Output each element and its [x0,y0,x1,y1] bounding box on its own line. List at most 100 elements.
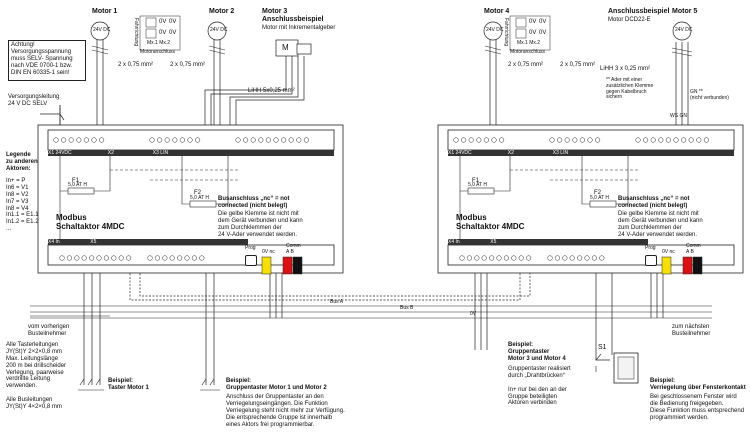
module-2-ov-nc: 0V nc [662,249,675,255]
terminal-screw [526,255,532,261]
terminal-screw [577,255,583,261]
terminal-screw [179,137,185,143]
module-1-bus: A B [286,249,294,255]
warning-box: Achtung! Versorgungsspannung muss SELV- … [8,40,86,81]
gn-note: GN ** (nicht verbunden) [690,89,729,101]
terminal-screw [554,255,560,261]
module-1-comm: Comm [286,243,301,249]
example-1-title: Beispiel: Taster Motor 1 [108,378,149,391]
module-2-top-header: X1 24VDC X2 X3 LIN [448,150,734,156]
terminal-screw [303,137,309,143]
module-1-top-header: X1 24VDC X2 X3 LIN [48,150,334,156]
truth-table-caption: Motoranschluss [140,49,176,55]
terminal-screw [658,137,664,143]
terminal-screw [195,137,201,143]
terminal-screw [68,137,74,143]
module-1-fuse1: F1 [72,178,80,184]
motor-4-label: Motor 4 [484,8,510,15]
terminal-screw [489,255,495,261]
terminal-screw [74,255,80,261]
module-2-fuse2-val: 5,0 AT H [590,195,609,201]
cable-5: 2 x 0,75 mm² [560,62,596,68]
terminal-screw [281,137,287,143]
motor-5-title: Anschlussbeispiel [608,8,670,15]
terminal-screw [164,137,170,143]
legend-lines: In+ = P In6 = V1 In8 = V2 In7 = V3 In8 =… [6,178,39,233]
terminal-screw [703,137,709,143]
module-2-fuse1-val: 5,0 AT H [468,182,487,188]
motor-3-icon: M [282,43,289,52]
terminal-screw [518,255,524,261]
module-2-nc-title: Busanschluss „nc“ = not connected (nicht… [618,196,690,209]
terminal-screw [273,137,279,143]
terminal-screw [59,255,65,261]
terminal-screw [673,137,679,143]
cable-2: 2 x 0,75 mm² [170,62,206,68]
truth-table-row-1: 0V [159,19,167,25]
terminal-screw [99,137,105,143]
supply-label: Versorgungsleitung 24 V DC SELV [8,94,60,107]
terminal-screw [61,137,67,143]
terminal-screw [162,255,168,261]
truth-table-row-1b: 0V [169,19,177,25]
cable-3: LiHH 5x0,25 mm² [248,88,295,94]
terminal-screw [511,255,517,261]
terminal-screw [53,137,59,143]
terminal-screw [83,137,89,143]
terminal-screw [96,255,102,261]
module-2-prog-button [645,255,657,266]
example-3-title: Beispiel: Gruppentaster Motor 3 und Moto… [508,342,566,362]
terminal-screw [650,137,656,143]
terminal-screw [681,137,687,143]
terminal-screw [118,255,124,261]
terminal-screw [483,137,489,143]
terminal-screw [562,255,568,261]
terminal-screw [468,137,474,143]
motor-5-voltage: 24V DC [675,27,693,33]
terminal-screw [599,255,605,261]
truth-table-row-2b: 0V [169,30,177,36]
module-1-fuse2: F2 [194,190,202,196]
terminal-screw [191,255,197,261]
terminal-screw [496,255,502,261]
truth-table-header-2: Fahrrichtung [503,18,509,47]
module-2-nc-text: Die gelbe Klemme ist nicht mit dem Gerät… [618,211,703,238]
terminal-screw [296,137,302,143]
terminal-screw [476,137,482,143]
terminal-screw [499,137,505,143]
terminal-screw [76,137,82,143]
ws-label: WS GN [670,113,687,119]
truth-table-header: Fahrrichtung [133,18,139,47]
terminal-screw [547,255,553,261]
module-1-prog: Prog [245,245,256,251]
terminal-screw [169,255,175,261]
truth-table-2-row-2b: 0V [539,30,547,36]
terminal-screw [126,255,132,261]
terminal-screw [481,255,487,261]
terminal-screw [572,137,578,143]
terminal-screw [258,137,264,143]
terminal-screw [288,137,294,143]
terminal-screw [111,255,117,261]
switch-s1-label: S1 [598,344,607,351]
motor5-note: ** Ader mit einer zusätzlichen Klemme ge… [606,77,654,101]
motor-5-label: Motor 5 [672,8,698,15]
terminal-screw [569,255,575,261]
bus-to-next: zum nächsten Busteilnehmer [672,324,711,337]
terminal-screw [503,255,509,261]
terminal-screw [579,137,585,143]
example-2-title: Beispiel: Gruppentaster Motor 1 und Moto… [226,378,327,391]
module-2-prog: Prog [645,245,656,251]
module-2-fuse1: F1 [472,178,480,184]
terminal-screw [89,255,95,261]
truth-table-row-2: 0V [159,30,167,36]
motor-5-subtitle: Motor DCD22-E [608,17,651,23]
module-1-nc-text: Die gelbe Klemme ist nicht mit dem Gerät… [218,211,303,238]
terminal-screw [154,255,160,261]
terminal-screw [665,137,671,143]
terminal-screw [265,137,271,143]
cable-4: 2 x 0,75 mm² [508,62,544,68]
terminal-screw [587,137,593,143]
terminal-screw [635,137,641,143]
terminal-screw [549,137,555,143]
